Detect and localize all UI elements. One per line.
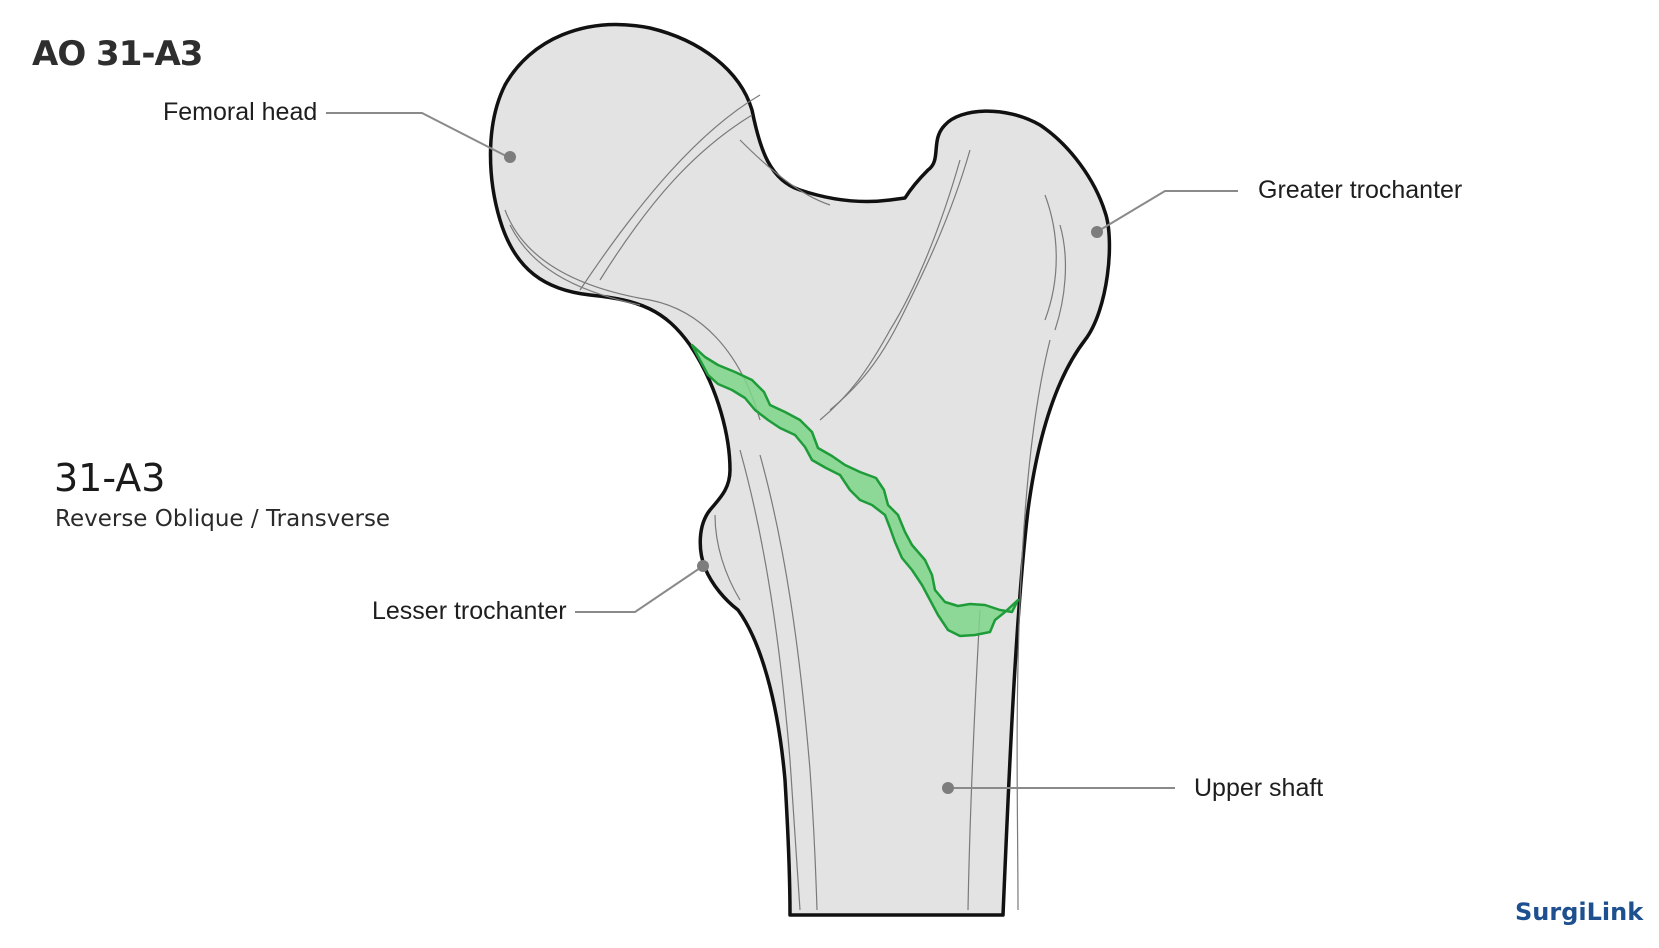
classification-description: Reverse Oblique / Transverse (55, 506, 391, 532)
diagram-title: AO 31-A3 (32, 34, 203, 74)
bone-contour-lines (504, 94, 1067, 911)
classification-code: 31-A3 (54, 456, 166, 500)
leader-dots (504, 151, 1103, 794)
dot-lesser-trochanter (697, 560, 709, 572)
leader-lines (326, 112, 1238, 789)
leader-lesser-trochanter (575, 565, 704, 613)
brand-logo: SurgiLink (1515, 898, 1644, 926)
label-lesser-trochanter: Lesser trochanter (372, 597, 567, 625)
leader-femoral-head (326, 112, 509, 158)
leader-greater-trochanter (1094, 190, 1238, 234)
femur-bone (488, 22, 1112, 917)
label-upper-shaft: Upper shaft (1194, 774, 1324, 802)
dot-upper-shaft (942, 782, 954, 794)
label-greater-trochanter: Greater trochanter (1258, 176, 1463, 204)
label-femoral-head: Femoral head (163, 98, 318, 126)
fracture-line (690, 343, 1020, 638)
dot-femoral-head (504, 151, 516, 163)
dot-greater-trochanter (1091, 226, 1103, 238)
